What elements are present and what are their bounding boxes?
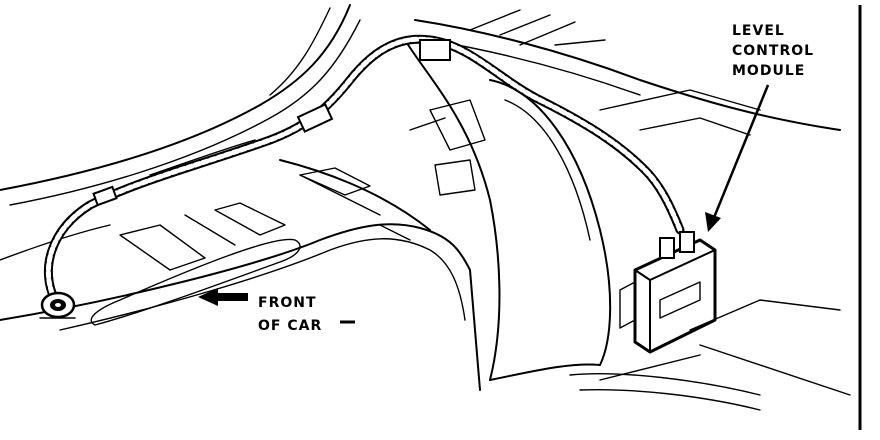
front-label-line2: OF CAR [258,318,322,334]
module-label-line3: MODULE [732,63,805,79]
harness-clips [92,39,451,207]
module-label-line2: CONTROL [732,43,814,59]
front-of-car-arrow [198,288,355,324]
level-control-module [619,231,717,354]
wiring-harness [44,34,685,305]
module-label-line1: LEVEL [732,23,785,39]
trunk-floor [0,159,851,411]
upper-body-lines [0,4,361,261]
harness-grommet [39,291,76,319]
wheelhouse [404,39,612,381]
module-arrow [705,84,770,232]
front-label-line1: FRONT [258,295,317,311]
